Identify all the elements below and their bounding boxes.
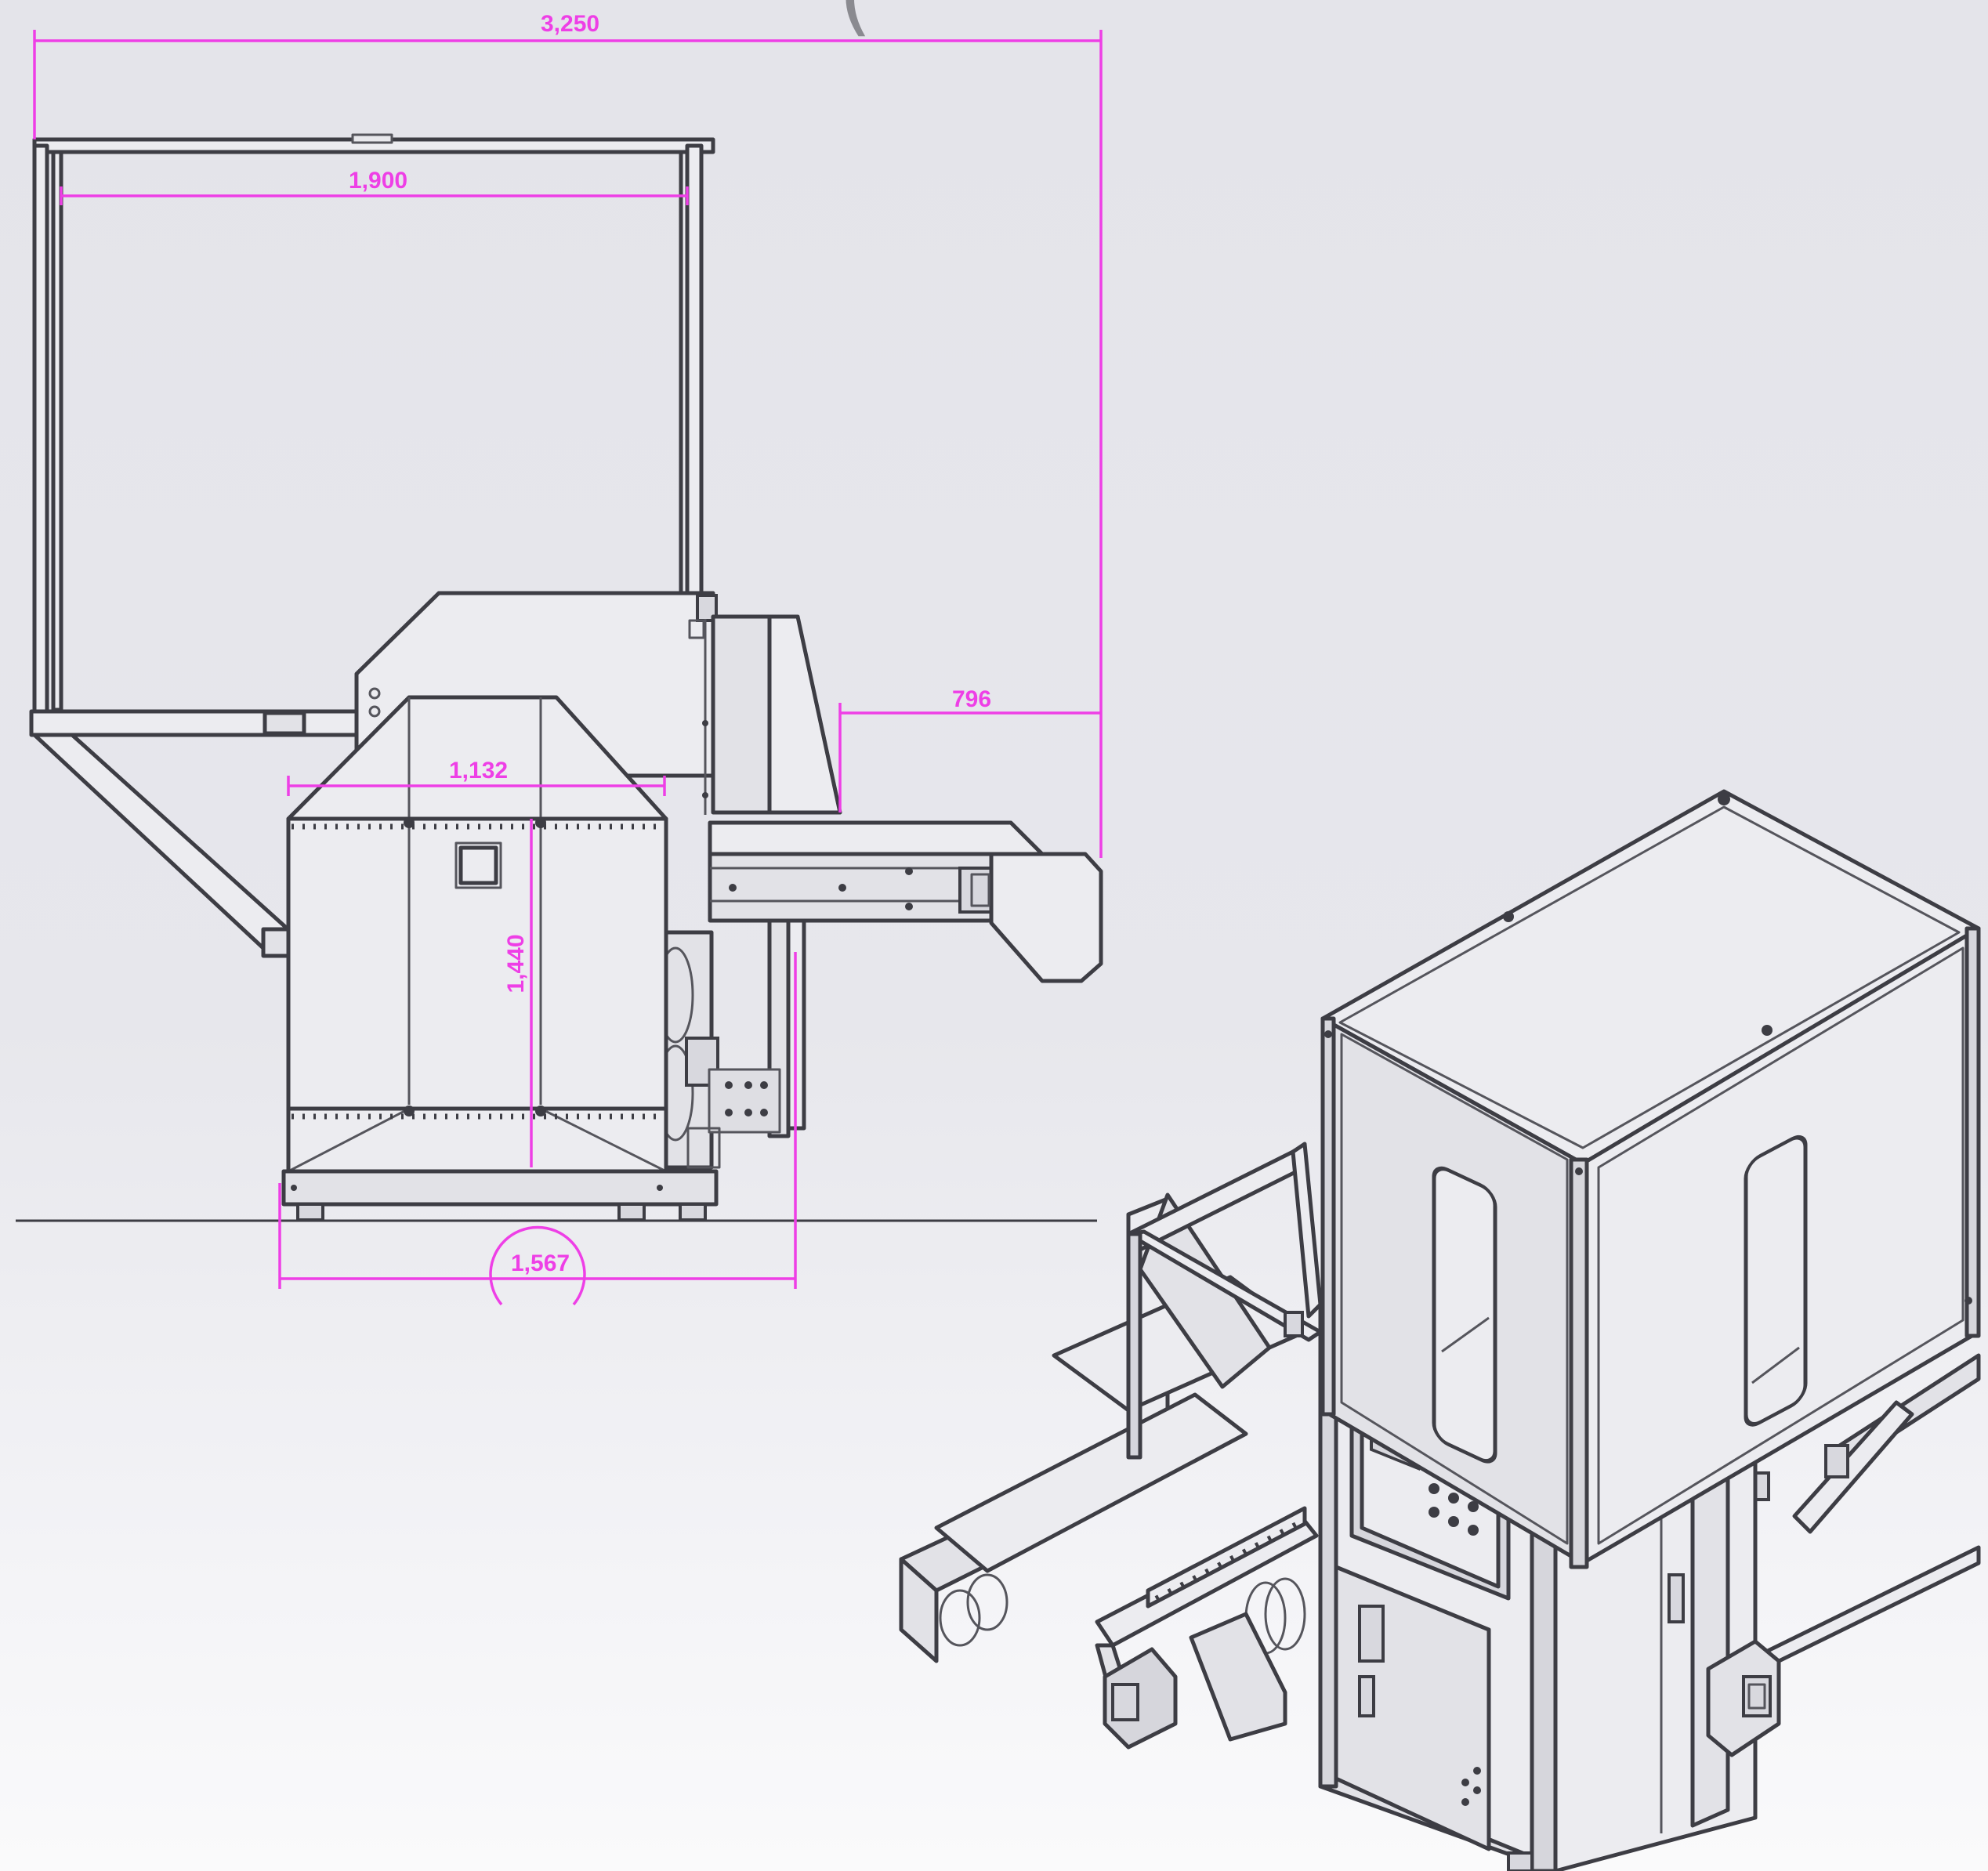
iso-infeed-conveyor — [899, 1192, 1319, 1750]
isometric-view — [899, 789, 1981, 1871]
dimension-frame-width-label: 1,900 — [349, 168, 407, 194]
drive-motor — [654, 930, 781, 1170]
dimension-hood-height: 1,440 — [503, 819, 533, 1167]
iso-top-frame — [1126, 1142, 1323, 1460]
dimension-base-width-label: 1,567 — [511, 1250, 570, 1276]
dimension-overall-width-label: 3,250 — [541, 11, 599, 37]
dimension-annotations: 3,250 1,900 796 1,132 1,440 — [33, 11, 1103, 1306]
iso-electrical-cabinet — [1334, 1565, 1491, 1851]
page-title-fragment: ( — [838, 0, 872, 45]
dimension-frame-width: 1,900 — [60, 168, 689, 205]
dimension-hood-width: 1,132 — [287, 758, 666, 796]
iso-lower-cabinet-right — [1553, 1459, 1781, 1871]
dimension-hood-width-label: 1,132 — [449, 758, 508, 784]
dimension-overall-width: 3,250 — [33, 11, 1103, 858]
dimension-base-width: 1,567 — [278, 952, 797, 1306]
main-hood — [281, 695, 719, 1221]
iso-right-drive-unit — [1706, 1639, 1781, 1757]
front-elevation-view — [16, 133, 1103, 1222]
dimension-outfeed-length: 796 — [838, 686, 1101, 812]
dimension-hood-height-label: 1,440 — [503, 934, 529, 993]
iso-hood-box — [1320, 789, 1981, 1569]
dimension-outfeed-length-label: 796 — [952, 686, 991, 712]
